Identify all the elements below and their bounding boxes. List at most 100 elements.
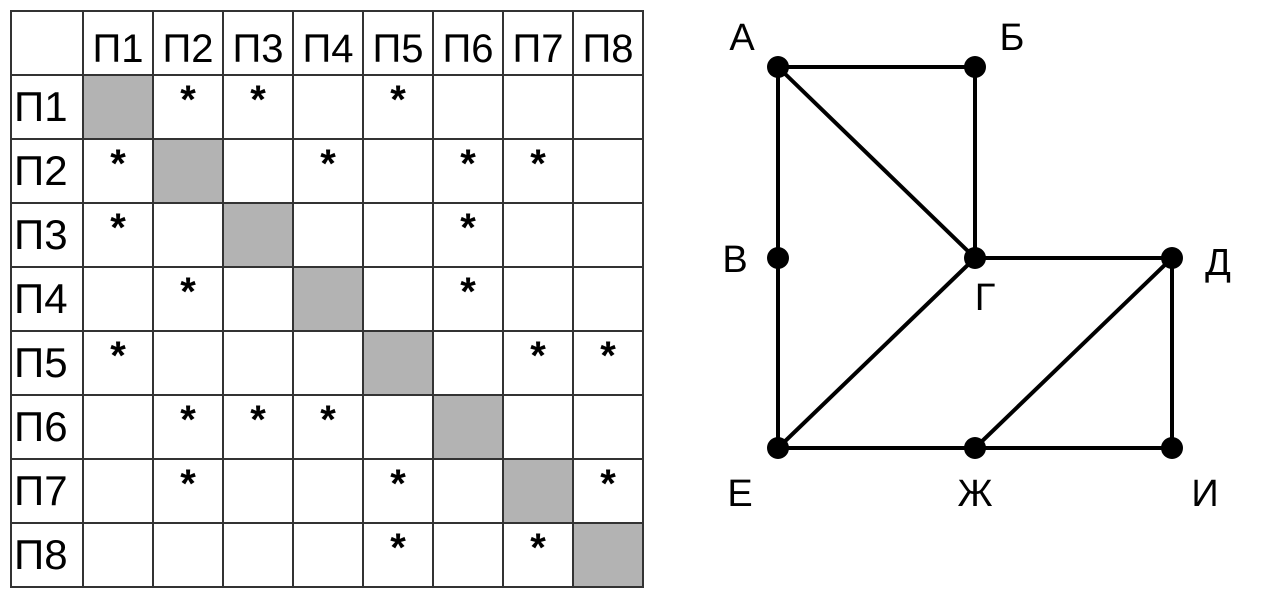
column-header: П7 — [502, 10, 574, 76]
table-row: П2**** — [10, 138, 644, 204]
road-mark-cell: * — [222, 74, 294, 140]
vertex-label: А — [729, 17, 755, 59]
road-mark-cell: * — [502, 330, 574, 396]
empty-cell — [572, 138, 644, 204]
vertex-Б — [964, 56, 986, 78]
column-header: П6 — [432, 10, 504, 76]
table-row: П1*** — [10, 74, 644, 140]
empty-cell — [362, 138, 434, 204]
vertex-И — [1161, 437, 1183, 459]
row-header: П3 — [10, 202, 84, 268]
empty-cell — [292, 522, 364, 588]
empty-cell — [82, 394, 154, 460]
column-header: П2 — [152, 10, 224, 76]
empty-cell — [432, 74, 504, 140]
vertex-label: И — [1191, 473, 1218, 515]
empty-cell — [152, 202, 224, 268]
row-header: П5 — [10, 330, 84, 396]
road-mark-cell: * — [572, 458, 644, 524]
empty-cell — [82, 522, 154, 588]
empty-cell — [292, 74, 364, 140]
road-mark-cell: * — [222, 394, 294, 460]
vertex-label: Б — [1000, 17, 1025, 59]
table-row: П4 * * — [10, 266, 644, 332]
diagonal-cell — [222, 202, 294, 268]
empty-cell — [82, 458, 154, 524]
empty-cell — [502, 74, 574, 140]
vertex-label: Д — [1205, 242, 1231, 284]
empty-cell — [222, 458, 294, 524]
vertex-А — [767, 56, 789, 78]
empty-cell — [222, 138, 294, 204]
diagonal-cell — [362, 330, 434, 396]
empty-cell — [572, 266, 644, 332]
column-header: П5 — [362, 10, 434, 76]
corner-cell — [10, 10, 84, 76]
empty-cell — [432, 522, 504, 588]
empty-cell — [362, 202, 434, 268]
road-mark-cell: * — [362, 74, 434, 140]
vertex-Д — [1161, 247, 1183, 269]
vertex-В — [767, 247, 789, 269]
diagonal-cell — [292, 266, 364, 332]
row-header: П2 — [10, 138, 84, 204]
empty-cell — [432, 330, 504, 396]
road-mark-cell: * — [432, 138, 504, 204]
empty-cell — [292, 458, 364, 524]
vertex-label: Г — [975, 277, 996, 319]
edge-Д-Ж — [973, 256, 1174, 450]
empty-cell — [152, 522, 224, 588]
vertex-label: В — [722, 239, 747, 281]
edge-Г-Е — [776, 256, 977, 450]
empty-cell — [572, 202, 644, 268]
empty-cell — [502, 202, 574, 268]
vertex-Е — [767, 437, 789, 459]
column-header: П1 — [82, 10, 154, 76]
road-mark-cell: * — [572, 330, 644, 396]
empty-cell — [222, 522, 294, 588]
row-header: П7 — [10, 458, 84, 524]
empty-cell — [502, 266, 574, 332]
road-mark-cell: * — [432, 202, 504, 268]
road-mark-cell: * — [152, 458, 224, 524]
empty-cell — [362, 266, 434, 332]
empty-cell — [292, 330, 364, 396]
empty-cell — [362, 394, 434, 460]
empty-cell — [572, 74, 644, 140]
vertex-Ж — [964, 437, 986, 459]
road-mark-cell: * — [82, 330, 154, 396]
diagonal-cell — [82, 74, 154, 140]
road-mark-cell: * — [152, 266, 224, 332]
row-header: П6 — [10, 394, 84, 460]
diagonal-cell — [502, 458, 574, 524]
road-mark-cell: * — [362, 458, 434, 524]
diagonal-cell — [572, 522, 644, 588]
road-mark-cell: * — [502, 522, 574, 588]
road-mark-cell: * — [432, 266, 504, 332]
edge-А-Г — [776, 65, 977, 260]
column-header: П3 — [222, 10, 294, 76]
road-mark-cell: * — [292, 394, 364, 460]
road-mark-cell: * — [152, 74, 224, 140]
road-mark-cell: * — [82, 138, 154, 204]
empty-cell — [502, 394, 574, 460]
row-header: П4 — [10, 266, 84, 332]
table-row: П8** — [10, 522, 644, 588]
column-header: П4 — [292, 10, 364, 76]
table-row: П3** — [10, 202, 644, 268]
empty-cell — [222, 266, 294, 332]
table-row: П6*** — [10, 394, 644, 460]
road-mark-cell: * — [82, 202, 154, 268]
empty-cell — [292, 202, 364, 268]
empty-cell — [572, 394, 644, 460]
road-mark-cell: * — [152, 394, 224, 460]
road-mark-cell: * — [362, 522, 434, 588]
empty-cell — [152, 330, 224, 396]
table-row: П5*** — [10, 330, 644, 396]
empty-cell — [82, 266, 154, 332]
empty-cell — [432, 458, 504, 524]
empty-cell — [222, 330, 294, 396]
